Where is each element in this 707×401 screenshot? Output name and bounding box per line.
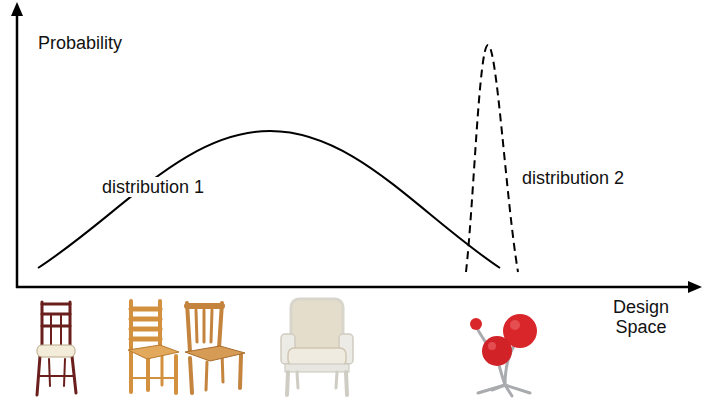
curve-label: distribution 2 [520,168,626,188]
x-axis-arrowhead [688,281,702,293]
armchair [281,299,353,395]
x-axis [16,286,694,289]
sphere-chair [470,314,537,396]
seat-cushion [37,345,75,357]
chair-seat [128,345,179,359]
distribution-curve-dashed [466,45,518,272]
y-axis-arrowhead [11,2,23,16]
axis-label: Probability [36,33,124,53]
chair-chiavari [37,302,76,395]
axes [16,10,694,288]
curve-label: distribution 1 [100,177,206,197]
chair-seat [185,346,245,361]
y-axis [16,10,19,288]
distribution-curve [38,131,500,268]
axis-label: Design Space [604,297,678,337]
